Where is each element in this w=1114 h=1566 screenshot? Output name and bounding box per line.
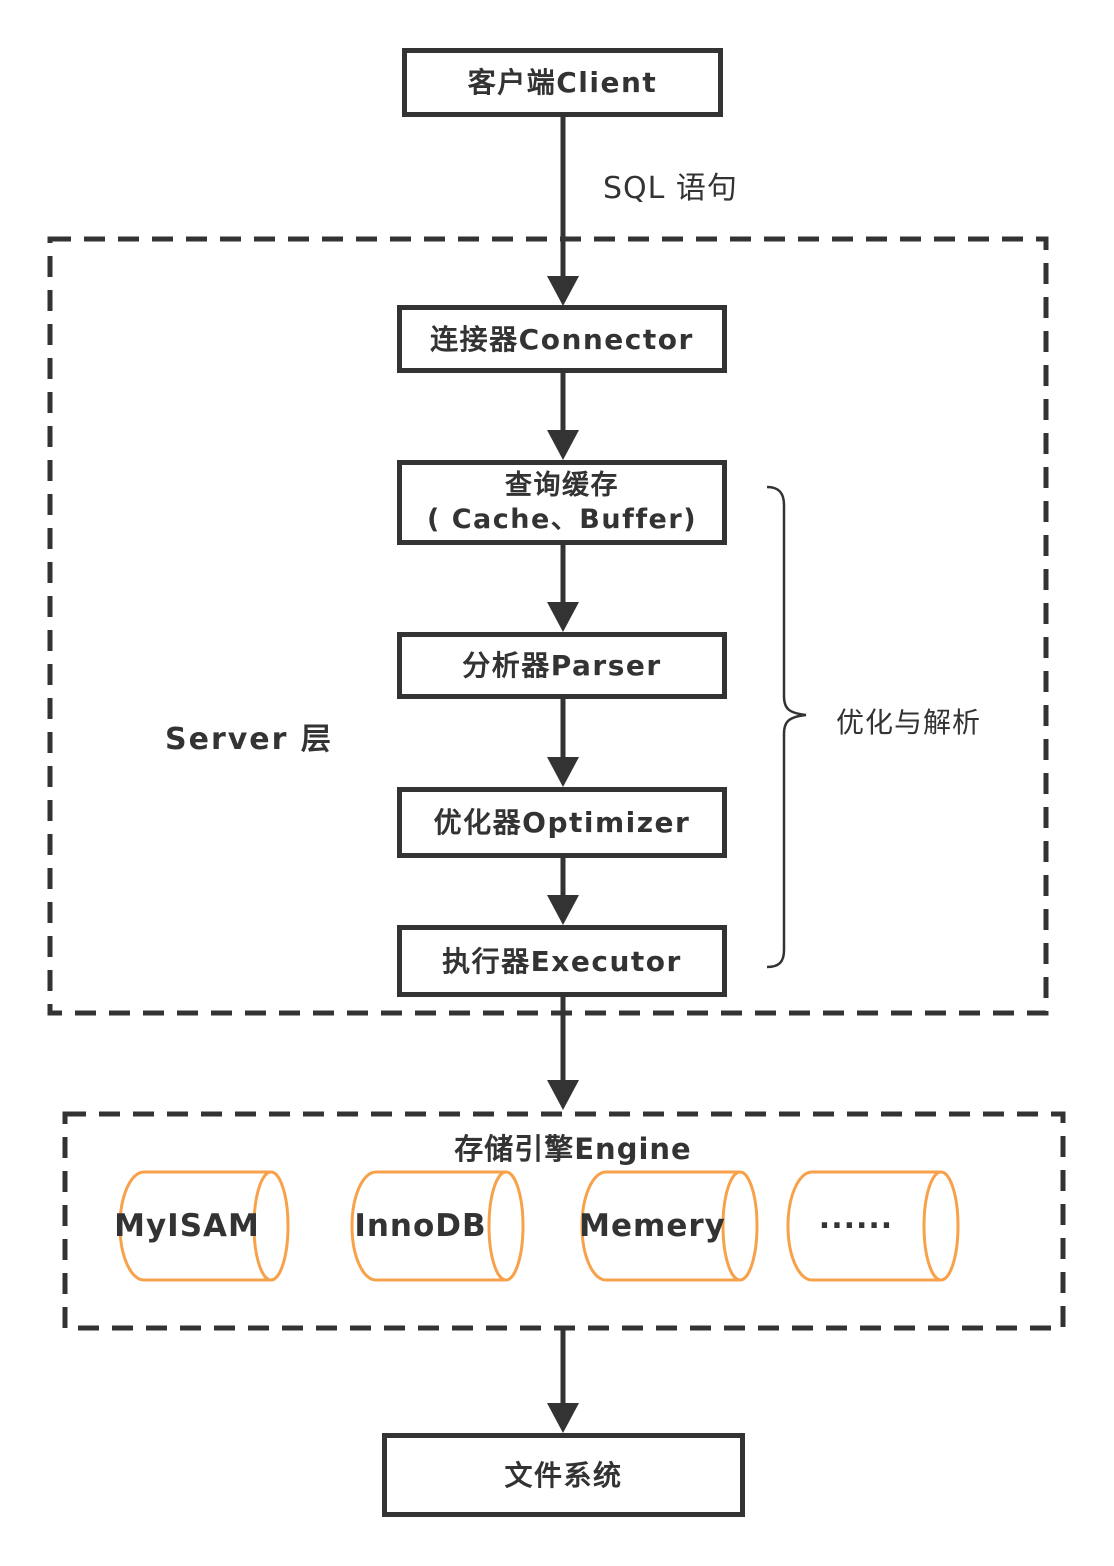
connector-box-label: 连接器Connector <box>430 322 694 356</box>
cylinder-others-cap <box>922 1170 960 1282</box>
executor-box: 执行器Executor <box>397 925 727 997</box>
connector-box: 连接器Connector <box>397 305 727 373</box>
sql-statement-label: SQL 语句 <box>603 171 738 206</box>
file-system-box: 文件系统 <box>382 1433 745 1517</box>
engine-label-myisam: MyISAM <box>114 1208 260 1244</box>
query-cache-box: 查询缓存 ( Cache、Buffer) <box>397 460 727 545</box>
file-system-box-label: 文件系统 <box>504 1458 623 1492</box>
flow-arrows <box>547 117 579 1433</box>
arrowhead-cache-parser <box>547 602 579 632</box>
arrowhead-connector-cache <box>547 430 579 460</box>
cylinder-innodb <box>350 1170 506 1282</box>
cylinder-memery <box>580 1170 740 1282</box>
cylinder-others <box>786 1170 941 1282</box>
storage-engine-title: 存储引擎Engine <box>454 1132 692 1166</box>
client-box-label: 客户端Client <box>467 66 658 99</box>
cylinder-myisam-cap <box>252 1170 290 1282</box>
query-cache-box-line2: ( Cache、Buffer) <box>426 503 698 535</box>
optimizer-box: 优化器Optimizer <box>397 787 727 858</box>
engine-label-memery: Memery <box>579 1208 726 1244</box>
arrowhead-engine-filesystem <box>547 1403 579 1433</box>
engine-label-others: ...... <box>818 1200 894 1236</box>
cylinder-innodb-cap <box>487 1170 525 1282</box>
engine-cylinders <box>118 1170 960 1282</box>
client-box: 客户端Client <box>402 48 723 117</box>
query-cache-box-line1: 查询缓存 <box>505 469 619 501</box>
arrowhead-executor-engine <box>547 1080 579 1110</box>
arrowhead-client-connector <box>547 276 579 306</box>
optimize-parse-label: 优化与解析 <box>836 706 982 739</box>
cylinder-memery-cap <box>721 1170 759 1282</box>
arrowhead-optimizer-executor <box>547 895 579 925</box>
engine-label-innodb: InnoDB <box>354 1208 487 1244</box>
arrowhead-parser-optimizer <box>547 757 579 787</box>
optimizer-box-label: 优化器Optimizer <box>433 806 691 839</box>
parser-box: 分析器Parser <box>397 632 727 699</box>
brace-optimize-parse <box>766 485 807 969</box>
executor-box-label: 执行器Executor <box>442 944 682 978</box>
parser-box-label: 分析器Parser <box>462 649 662 682</box>
server-layer-label: Server 层 <box>165 722 333 757</box>
cylinder-myisam <box>118 1170 271 1282</box>
